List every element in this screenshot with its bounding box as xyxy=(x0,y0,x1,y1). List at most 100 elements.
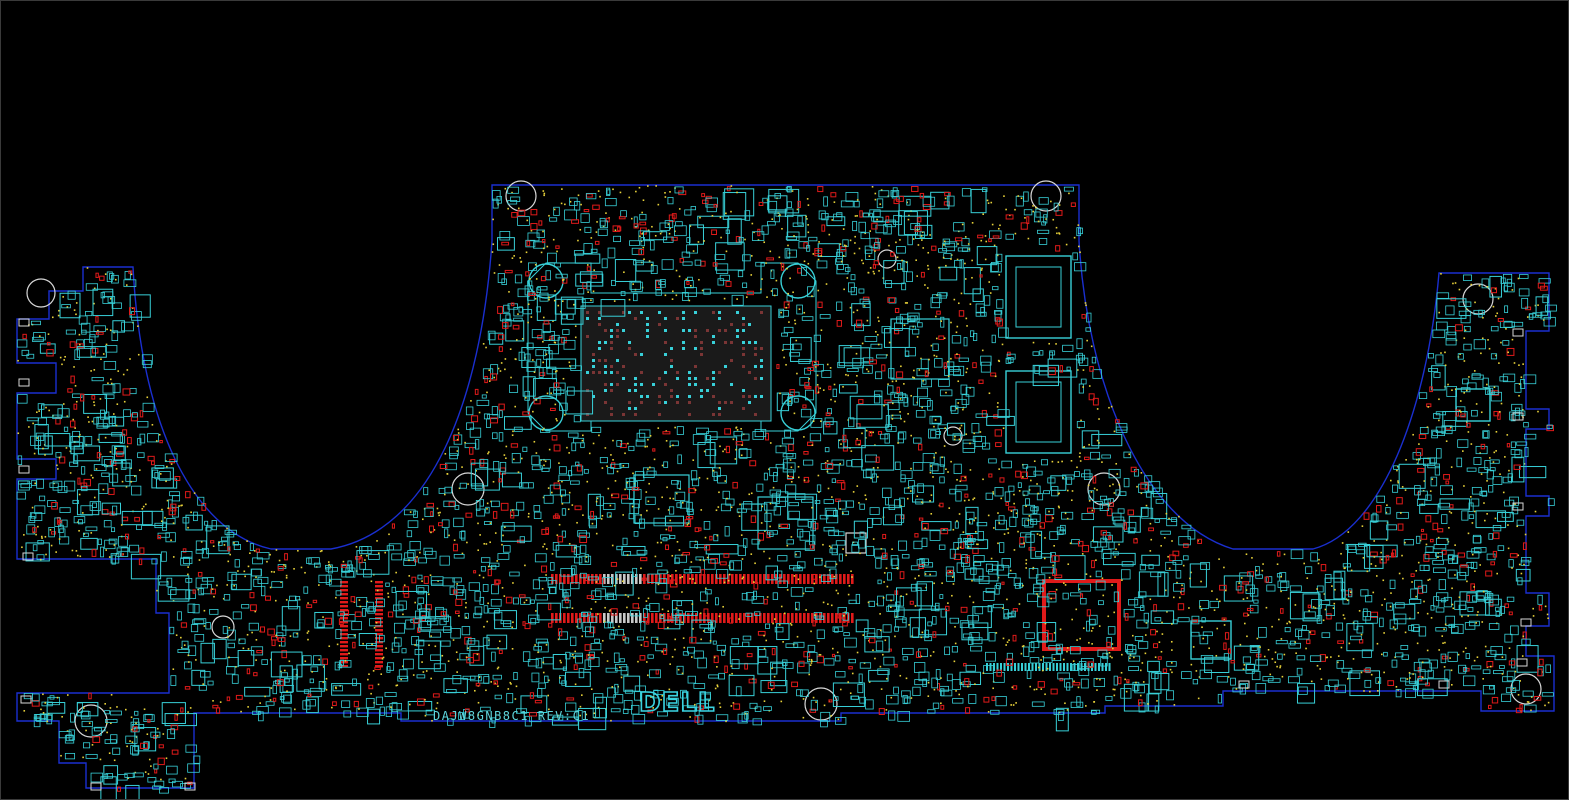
component xyxy=(1419,427,1429,435)
via xyxy=(1113,694,1116,697)
component xyxy=(833,510,838,517)
component xyxy=(950,406,956,412)
component xyxy=(185,514,203,531)
via xyxy=(1160,650,1163,653)
via xyxy=(817,474,820,477)
component xyxy=(942,242,956,252)
via xyxy=(730,185,733,187)
memory-chip-2[interactable] xyxy=(1005,370,1072,454)
via xyxy=(581,434,584,437)
via xyxy=(872,467,875,469)
component xyxy=(914,224,933,239)
pad xyxy=(1059,677,1064,682)
via xyxy=(692,578,694,580)
component xyxy=(932,343,939,351)
cpu-socket[interactable] xyxy=(527,262,817,432)
via xyxy=(642,199,645,202)
cpu-ball xyxy=(754,353,757,356)
ic-left-1[interactable] xyxy=(633,474,690,524)
component xyxy=(384,692,397,697)
component xyxy=(340,659,344,666)
via xyxy=(1022,476,1024,478)
via xyxy=(817,640,820,643)
connector-pin xyxy=(759,613,762,623)
component xyxy=(993,672,1005,683)
via xyxy=(606,660,609,662)
component xyxy=(28,516,36,524)
via xyxy=(1340,646,1343,649)
pad xyxy=(748,678,757,684)
via xyxy=(717,506,720,508)
via xyxy=(1028,515,1031,517)
cpu-ball xyxy=(718,317,721,320)
via xyxy=(545,644,548,646)
via xyxy=(1486,480,1488,482)
cpu-ball xyxy=(730,323,733,326)
component xyxy=(335,590,342,596)
pad xyxy=(1227,648,1231,654)
via xyxy=(555,418,558,420)
via xyxy=(779,214,781,216)
component xyxy=(656,561,663,567)
connector-pin xyxy=(787,574,790,584)
embedded-controller[interactable] xyxy=(1042,579,1121,651)
via xyxy=(952,528,955,531)
via xyxy=(1112,647,1114,650)
via xyxy=(542,496,545,499)
via xyxy=(109,297,112,300)
via xyxy=(648,482,650,485)
via xyxy=(42,712,45,714)
component xyxy=(773,506,781,516)
component xyxy=(70,435,84,455)
via xyxy=(855,352,858,355)
component xyxy=(313,655,322,665)
component xyxy=(441,519,450,528)
via xyxy=(980,239,983,242)
cpu-ball xyxy=(700,395,703,398)
pad xyxy=(1140,482,1149,490)
via xyxy=(718,615,721,618)
mounting-hole-icon xyxy=(1462,283,1494,315)
ic-left-2[interactable] xyxy=(757,496,814,550)
via xyxy=(1139,694,1142,697)
pad xyxy=(429,525,435,533)
pad xyxy=(522,411,531,416)
component xyxy=(858,288,865,294)
via xyxy=(661,650,663,653)
via xyxy=(466,541,468,544)
component xyxy=(165,532,176,543)
via xyxy=(672,290,674,293)
component xyxy=(1076,338,1083,350)
pad xyxy=(1497,318,1504,322)
component xyxy=(94,726,106,732)
memory-chip-1[interactable] xyxy=(1005,255,1072,339)
via xyxy=(914,577,917,580)
component xyxy=(456,585,465,594)
cpu-ball xyxy=(688,401,691,404)
component xyxy=(1521,638,1531,646)
component xyxy=(501,278,507,285)
pad xyxy=(552,515,560,519)
component xyxy=(561,508,567,516)
via xyxy=(711,214,714,217)
component xyxy=(974,606,984,615)
via xyxy=(552,320,554,322)
component xyxy=(78,315,88,325)
pch-chip[interactable] xyxy=(890,318,950,380)
component xyxy=(241,604,250,609)
via xyxy=(1053,632,1056,634)
component xyxy=(252,557,263,565)
via xyxy=(249,552,251,555)
cpu-ball xyxy=(712,341,715,344)
component xyxy=(719,274,730,281)
connector-pin xyxy=(340,593,348,596)
component xyxy=(1050,475,1067,491)
pad xyxy=(972,362,977,369)
via xyxy=(595,532,598,535)
cpu-ball xyxy=(670,365,673,368)
component xyxy=(85,283,98,291)
ic-right[interactable] xyxy=(1190,620,1232,660)
component xyxy=(955,398,967,408)
